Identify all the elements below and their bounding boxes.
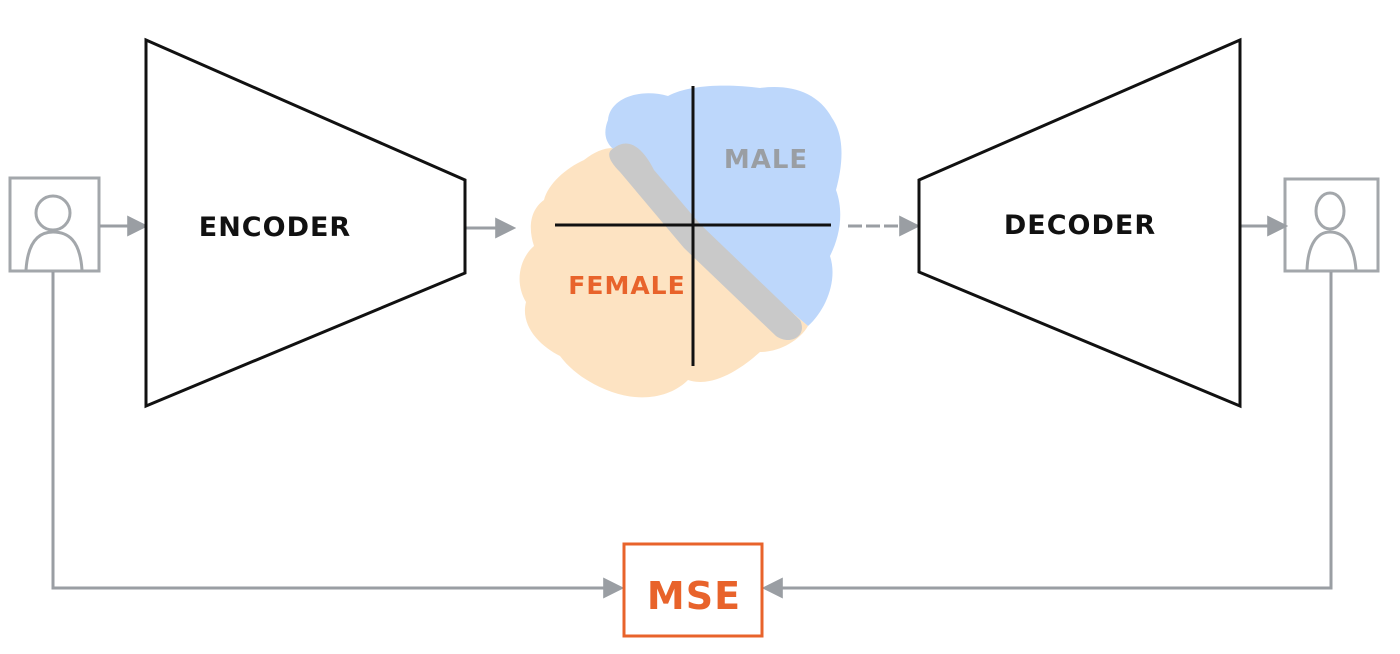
person-icon — [1305, 191, 1358, 271]
output-to-mse-line — [761, 272, 1333, 599]
decision-boundary — [609, 143, 802, 341]
input-to-mse-line — [51, 272, 625, 599]
input-image — [8, 176, 101, 273]
male-region — [605, 85, 842, 326]
latent-space: MALE FEMALE — [519, 85, 842, 398]
output-image — [1283, 177, 1380, 273]
mse-loss-box: MSE — [622, 542, 764, 638]
decoder-block: DECODER — [917, 37, 1242, 409]
female-label: FEMALE — [568, 271, 685, 300]
female-region — [519, 148, 808, 398]
encoder-label: ENCODER — [199, 212, 351, 243]
mse-label: MSE — [647, 574, 741, 618]
connectors — [51, 215, 1333, 599]
person-icon — [24, 194, 84, 271]
decoder-label: DECODER — [1004, 210, 1156, 241]
male-label: MALE — [724, 145, 808, 175]
encoder-block: ENCODER — [144, 37, 467, 409]
